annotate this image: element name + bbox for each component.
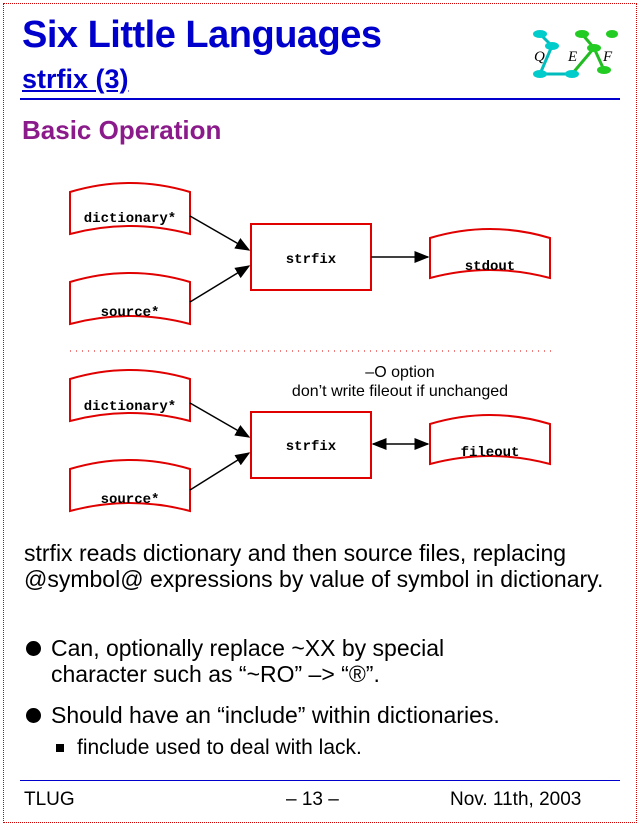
option-note-line2: don’t write fileout if unchanged <box>292 383 508 400</box>
qef-logo: Q E F <box>533 30 618 78</box>
bottom-arrow-dictionary <box>189 402 251 438</box>
bullet-2-line1: Should have an “include” within dictiona… <box>51 702 500 728</box>
top-arrow-source <box>189 265 251 303</box>
bullet-1-line1: Can, optionally replace ~XX by special <box>51 635 445 661</box>
bottom-dictionary-store <box>69 369 191 423</box>
logo-letter-q: Q <box>534 49 545 65</box>
top-strfix-label: strfix <box>286 252 337 268</box>
sub-bullet-square <box>56 744 64 752</box>
sub-bullet-1: finclude used to deal with lack. <box>77 736 362 759</box>
section-heading: Basic Operation <box>22 115 222 145</box>
description-paragraph: strfix reads dictionary and then source … <box>24 540 604 592</box>
footer-left: TLUG <box>24 789 75 810</box>
bottom-fileout-store <box>429 414 551 466</box>
slide-frame <box>3 3 637 823</box>
footer-page-number: – 13 – <box>286 789 339 810</box>
logo-letter-f: F <box>602 49 613 65</box>
slide-subtitle: strfix (3) <box>22 64 129 94</box>
top-source-label: source* <box>101 305 160 321</box>
bullet-1-line2: character such as “~RO” –> “®”. <box>51 661 380 687</box>
bullet-dot <box>26 708 41 723</box>
logo-nodes <box>533 30 618 78</box>
slide-title: Six Little Languages <box>22 14 382 56</box>
bottom-arrow-source <box>189 452 251 491</box>
top-dictionary-label: dictionary* <box>84 211 176 227</box>
logo-letter-e: E <box>567 49 577 65</box>
bottom-strfix-box <box>250 411 372 479</box>
top-dictionary-store <box>69 182 191 236</box>
bottom-source-label: source* <box>101 492 160 508</box>
bottom-source-store <box>69 459 191 513</box>
bottom-fileout-label: fileout <box>461 445 520 461</box>
option-note-line1: –O option <box>365 364 434 381</box>
footer-date: Nov. 11th, 2003 <box>450 789 582 810</box>
bullet-dot <box>26 641 41 656</box>
top-source-store <box>69 272 191 326</box>
bottom-dictionary-label: dictionary* <box>84 399 176 415</box>
footer-rule <box>20 780 620 781</box>
title-rule <box>20 98 620 100</box>
top-stdout-store <box>429 228 551 280</box>
flow-diagram: dictionary* source* strfix stdout –O opt… <box>69 182 555 513</box>
top-stdout-label: stdout <box>465 259 515 275</box>
bottom-strfix-label: strfix <box>286 439 337 455</box>
top-arrow-dictionary <box>189 215 251 251</box>
